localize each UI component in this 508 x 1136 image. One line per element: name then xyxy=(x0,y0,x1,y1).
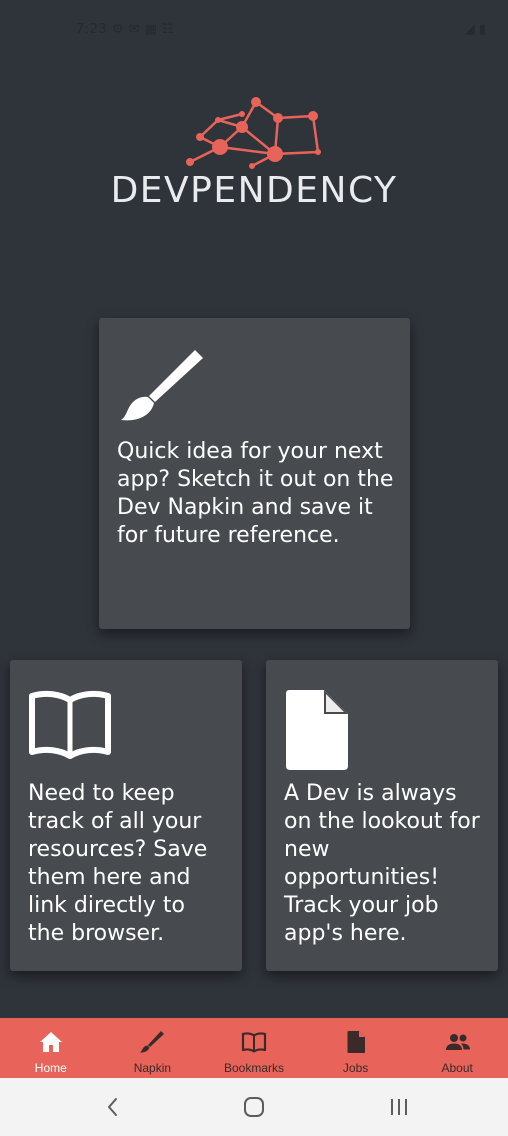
status-time: 7:23 ⚙ ✉ ▦ ☷ xyxy=(76,22,175,37)
nav-item-home[interactable]: Home xyxy=(0,1018,102,1078)
nav-item-jobs[interactable]: Jobs xyxy=(305,1018,407,1078)
nav-item-napkin[interactable]: Napkin xyxy=(102,1018,204,1078)
paintbrush-icon xyxy=(117,346,207,430)
paintbrush-icon xyxy=(139,1030,165,1054)
document-icon xyxy=(284,688,350,776)
nav-item-about[interactable]: About xyxy=(406,1018,508,1078)
status-bar: 7:23 ⚙ ✉ ▦ ☷ ◢ ▮ xyxy=(0,0,508,62)
nav-item-bookmarks[interactable]: Bookmarks xyxy=(203,1018,305,1078)
network-logo-icon xyxy=(186,97,321,169)
back-chevron-icon[interactable] xyxy=(100,1095,126,1119)
status-indicators: ◢ ▮ xyxy=(464,22,486,37)
nav-label-about: About xyxy=(441,1061,473,1075)
home-icon xyxy=(38,1030,64,1054)
napkin-card[interactable]: Quick idea for your next app? Sketch it … xyxy=(99,318,410,629)
bottom-navigation: Home Napkin Bookmarks Jobs xyxy=(0,1018,508,1078)
nav-label-bookmarks: Bookmarks xyxy=(223,1061,284,1075)
bookmarks-card-text: Need to keep track of all your resources… xyxy=(28,781,208,946)
napkin-card-text: Quick idea for your next app? Sketch it … xyxy=(117,439,394,548)
jobs-card-text: A Dev is always on the lookout for new o… xyxy=(284,781,480,946)
document-icon xyxy=(343,1030,369,1054)
nav-label-napkin: Napkin xyxy=(133,1061,172,1075)
open-book-icon xyxy=(241,1030,267,1054)
app-logo: DEVPENDENCY xyxy=(0,92,508,222)
system-navigation-bar xyxy=(0,1078,508,1136)
bookmarks-card[interactable]: Need to keep track of all your resources… xyxy=(10,660,242,971)
nav-label-jobs: Jobs xyxy=(342,1061,369,1075)
nav-label-home: Home xyxy=(34,1061,67,1075)
open-book-icon xyxy=(28,688,112,764)
people-icon xyxy=(444,1030,471,1054)
brand-name: DEVPENDENCY xyxy=(110,170,398,211)
recents-icon[interactable] xyxy=(386,1095,412,1119)
jobs-card[interactable]: A Dev is always on the lookout for new o… xyxy=(266,660,498,971)
home-square-icon[interactable] xyxy=(241,1095,267,1119)
